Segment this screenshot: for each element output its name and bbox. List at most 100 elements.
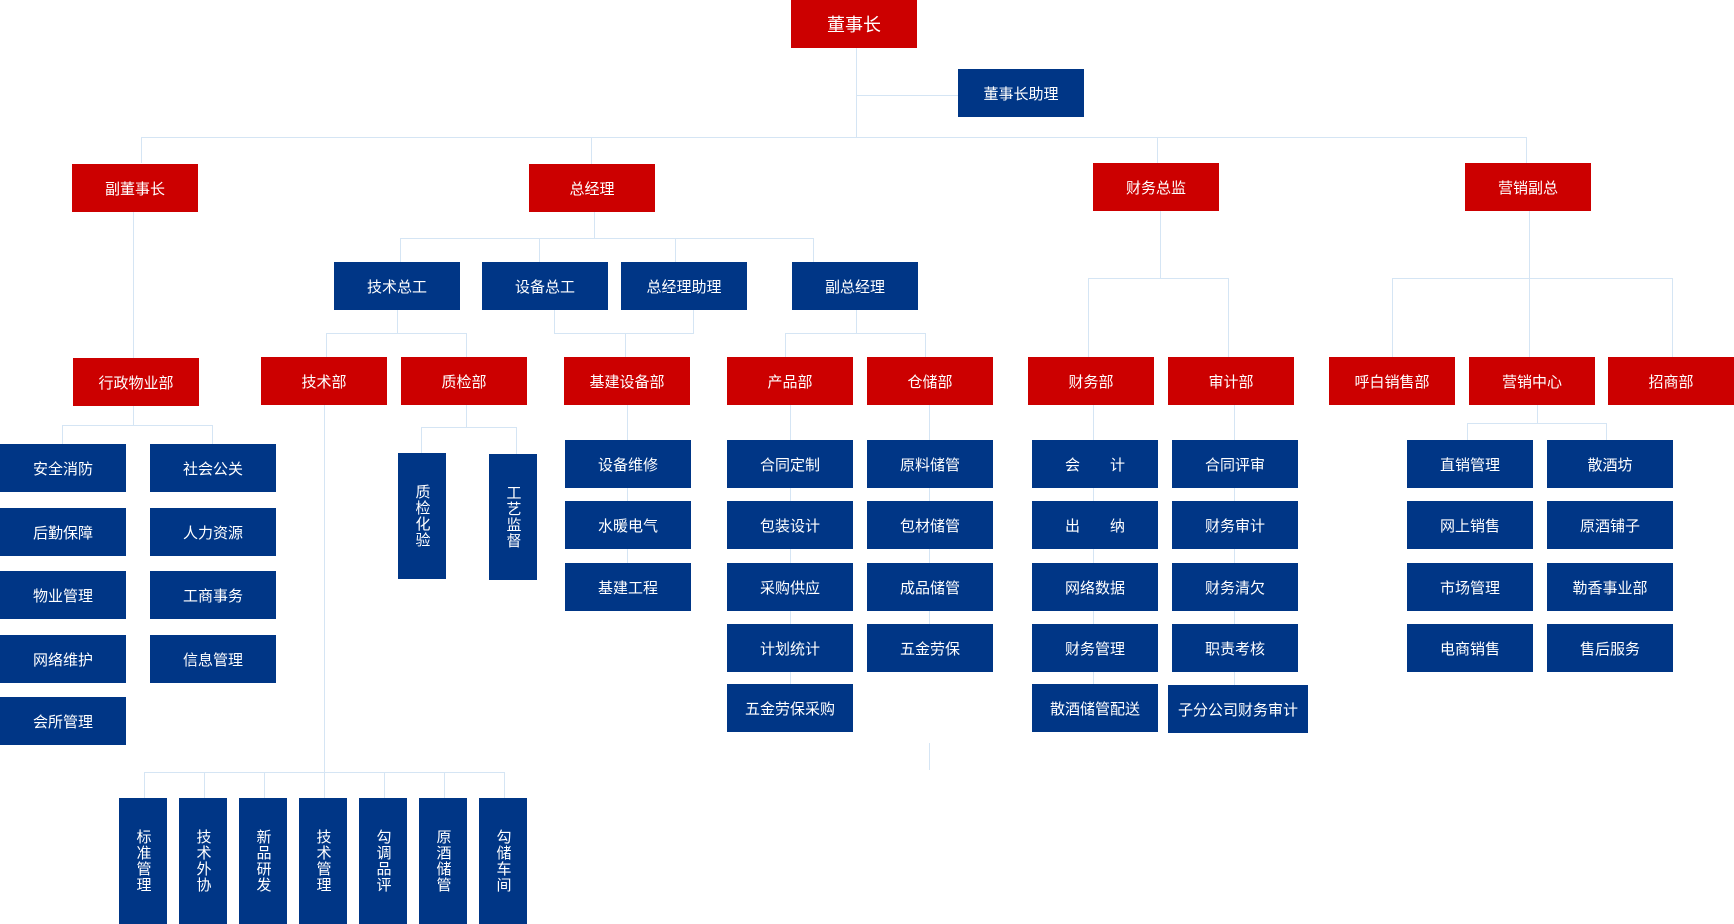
unit-audit[interactable]: 子分公司财务审计 xyxy=(1168,685,1308,733)
unit-infrastructure[interactable]: 设备维修 xyxy=(565,440,691,488)
unit-infrastructure[interactable]: 水暖电气 xyxy=(565,501,691,549)
unit-audit[interactable]: 合同评审 xyxy=(1172,440,1298,488)
node-investment-dept[interactable]: 招商部 xyxy=(1608,357,1734,405)
node-tech-dept[interactable]: 技术部 xyxy=(261,357,387,405)
unit-product[interactable]: 五金劳保采购 xyxy=(727,684,853,732)
connector-line xyxy=(693,310,694,333)
connector-line xyxy=(856,48,857,137)
node-admin-property-dept[interactable]: 行政物业部 xyxy=(73,358,199,406)
node-audit-dept[interactable]: 审计部 xyxy=(1168,357,1294,405)
unit-admin-right[interactable]: 社会公关 xyxy=(150,444,276,492)
unit-tech[interactable]: 勾调品评 xyxy=(359,798,407,924)
node-chairman[interactable]: 董事长 xyxy=(791,0,917,48)
connector-line xyxy=(554,333,694,334)
unit-marketing-right[interactable]: 原酒铺子 xyxy=(1547,501,1673,549)
connector-line xyxy=(144,772,504,773)
connector-line xyxy=(421,427,422,453)
unit-marketing-left[interactable]: 直销管理 xyxy=(1407,440,1533,488)
unit-marketing-left[interactable]: 市场管理 xyxy=(1407,563,1533,611)
node-marketing-center[interactable]: 营销中心 xyxy=(1469,357,1595,405)
connector-line xyxy=(212,425,213,444)
unit-marketing-right[interactable]: 散酒坊 xyxy=(1547,440,1673,488)
node-marketing-vp[interactable]: 营销副总 xyxy=(1465,163,1591,211)
connector-line xyxy=(785,333,925,334)
unit-admin-left[interactable]: 安全消防 xyxy=(0,444,126,492)
unit-marketing-right[interactable]: 售后服务 xyxy=(1547,624,1673,672)
connector-line xyxy=(400,238,813,239)
node-finance-director[interactable]: 财务总监 xyxy=(1093,163,1219,211)
connector-line xyxy=(133,406,134,425)
unit-audit[interactable]: 财务审计 xyxy=(1172,501,1298,549)
unit-tech[interactable]: 勾储车间 xyxy=(479,798,527,924)
connector-line xyxy=(675,238,676,262)
connector-line xyxy=(594,212,595,238)
node-chief-equipment-engineer[interactable]: 设备总工 xyxy=(482,262,608,310)
unit-admin-left[interactable]: 物业管理 xyxy=(0,571,126,619)
unit-product[interactable]: 合同定制 xyxy=(727,440,853,488)
unit-finance[interactable]: 网络数据 xyxy=(1032,563,1158,611)
unit-tech[interactable]: 新品研发 xyxy=(239,798,287,924)
node-chief-tech-engineer[interactable]: 技术总工 xyxy=(334,262,460,310)
unit-audit[interactable]: 职责考核 xyxy=(1172,624,1298,672)
connector-line xyxy=(625,333,626,357)
unit-admin-right[interactable]: 人力资源 xyxy=(150,508,276,556)
unit-tech[interactable]: 标准管理 xyxy=(119,798,167,924)
unit-warehouse[interactable]: 成品储管 xyxy=(867,563,993,611)
unit-finance[interactable]: 财务管理 xyxy=(1032,624,1158,672)
unit-tech[interactable]: 技术外协 xyxy=(179,798,227,924)
unit-warehouse[interactable]: 包材储管 xyxy=(867,501,993,549)
connector-line xyxy=(62,425,212,426)
connector-line xyxy=(516,427,517,454)
connector-line xyxy=(554,310,555,333)
connector-line xyxy=(813,238,814,262)
node-hubai-sales-dept[interactable]: 呼白销售部 xyxy=(1329,357,1455,405)
unit-infrastructure[interactable]: 基建工程 xyxy=(565,563,691,611)
node-infrastructure-dept[interactable]: 基建设备部 xyxy=(564,357,690,405)
unit-admin-right[interactable]: 工商事务 xyxy=(150,571,276,619)
unit-finance[interactable]: 会 计 xyxy=(1032,440,1158,488)
connector-line xyxy=(444,772,445,798)
unit-marketing-left[interactable]: 网上销售 xyxy=(1407,501,1533,549)
connector-line xyxy=(326,333,466,334)
connector-line xyxy=(1392,278,1393,357)
connector-line xyxy=(1088,278,1228,279)
unit-tech[interactable]: 技术管理 xyxy=(299,798,347,924)
unit-product[interactable]: 采购供应 xyxy=(727,563,853,611)
connector-line xyxy=(1526,137,1527,163)
node-finance-dept[interactable]: 财务部 xyxy=(1028,357,1154,405)
unit-admin-left[interactable]: 后勤保障 xyxy=(0,508,126,556)
node-general-manager[interactable]: 总经理 xyxy=(529,164,655,212)
unit-admin-right[interactable]: 信息管理 xyxy=(150,635,276,683)
unit-admin-left[interactable]: 网络维护 xyxy=(0,635,126,683)
unit-quality[interactable]: 工艺监督 xyxy=(489,454,537,580)
connector-line xyxy=(324,405,325,798)
unit-marketing-left[interactable]: 电商销售 xyxy=(1407,624,1533,672)
connector-line xyxy=(591,137,592,164)
connector-line xyxy=(466,333,467,357)
unit-marketing-right[interactable]: 勒香事业部 xyxy=(1547,563,1673,611)
unit-product[interactable]: 计划统计 xyxy=(727,624,853,672)
connector-line xyxy=(133,212,134,358)
connector-line xyxy=(1606,423,1607,440)
unit-tech[interactable]: 原酒储管 xyxy=(419,798,467,924)
unit-quality[interactable]: 质检化验 xyxy=(398,453,446,579)
unit-warehouse[interactable]: 五金劳保 xyxy=(867,624,993,672)
unit-warehouse[interactable]: 原料储管 xyxy=(867,440,993,488)
node-chairman-assistant[interactable]: 董事长助理 xyxy=(958,69,1084,117)
node-quality-dept[interactable]: 质检部 xyxy=(401,357,527,405)
connector-line xyxy=(925,333,926,357)
unit-audit[interactable]: 财务清欠 xyxy=(1172,563,1298,611)
unit-product[interactable]: 包装设计 xyxy=(727,501,853,549)
connector-line xyxy=(326,333,327,357)
connector-line xyxy=(1088,278,1089,357)
connector-line xyxy=(204,772,205,798)
node-gm-assistant[interactable]: 总经理助理 xyxy=(621,262,747,310)
node-warehouse-dept[interactable]: 仓储部 xyxy=(867,357,993,405)
node-product-dept[interactable]: 产品部 xyxy=(727,357,853,405)
unit-admin-left[interactable]: 会所管理 xyxy=(0,697,126,745)
connector-line xyxy=(466,405,467,427)
unit-finance[interactable]: 出 纳 xyxy=(1032,501,1158,549)
unit-finance[interactable]: 散酒储管配送 xyxy=(1032,684,1158,732)
node-vice-chairman[interactable]: 副董事长 xyxy=(72,164,198,212)
node-deputy-gm[interactable]: 副总经理 xyxy=(792,262,918,310)
